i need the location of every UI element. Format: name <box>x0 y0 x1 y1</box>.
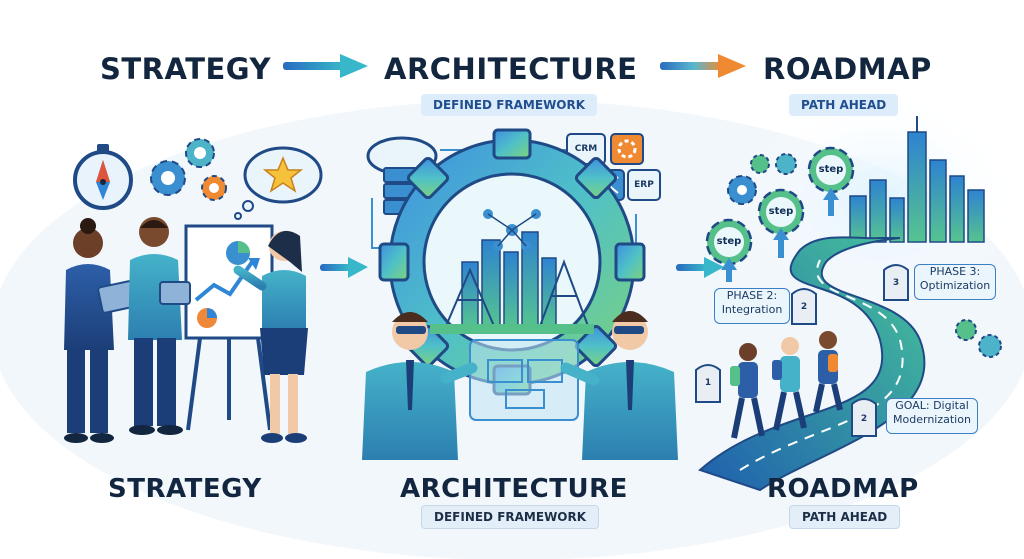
mile-marker-number: 2 <box>800 302 808 312</box>
hologram-panel <box>469 339 579 421</box>
mile-marker-number: 2 <box>860 414 868 424</box>
gear-icon <box>201 175 227 201</box>
person-engineer-right <box>560 311 678 460</box>
phase3-title: PHASE 3: <box>929 265 981 278</box>
mile-marker <box>883 264 909 301</box>
arrow-strategy-architecture <box>283 54 368 78</box>
gear-icon <box>727 175 757 205</box>
gear-icon <box>150 160 186 196</box>
arrow-mid-right <box>676 257 724 278</box>
erp-box <box>627 169 661 201</box>
phase3-subtitle: Optimization <box>919 279 991 292</box>
mile-marker-number: 1 <box>704 378 712 388</box>
header-architecture-title: ARCHITECTURE <box>384 52 638 86</box>
up-arrow-icon <box>721 188 839 282</box>
footer-strategy-title: STRATEGY <box>108 474 262 504</box>
arrow-architecture-roadmap <box>660 54 746 78</box>
thought-bubble-star-icon <box>234 146 323 220</box>
mile-marker-number: 3 <box>892 278 900 288</box>
header-architecture-tag: DEFINED FRAMEWORK <box>421 94 598 116</box>
person-engineer-left <box>362 312 478 460</box>
mile-marker <box>695 364 721 403</box>
phase3-callout: PHASE 3: Optimization <box>914 264 996 300</box>
step-label: step <box>818 164 844 175</box>
settings-box-icon <box>610 133 644 165</box>
person-woman-tablet <box>64 218 137 443</box>
footer-roadmap-tag: PATH AHEAD <box>789 505 901 529</box>
gear-icon <box>750 154 770 174</box>
phase2-subtitle: Integration <box>721 303 783 316</box>
arrow-mid-left <box>320 257 368 278</box>
goal-callout: GOAL: Digital Modernization <box>886 398 978 434</box>
goal-title: GOAL: Digital <box>895 399 969 412</box>
step-label: step <box>768 206 794 217</box>
gear-icon <box>955 319 1002 358</box>
erp-label: ERP <box>634 180 654 190</box>
phase2-title: PHASE 2: <box>726 289 778 302</box>
header-strategy-title: STRATEGY <box>100 52 271 86</box>
phase2-callout: PHASE 2: Integration <box>714 288 790 324</box>
person-woman-presenting <box>233 230 308 443</box>
crm-label: CRM <box>574 144 598 154</box>
gear-icon <box>775 153 797 175</box>
header-roadmap-tag: PATH AHEAD <box>789 94 899 116</box>
footer-architecture-title: ARCHITECTURE <box>400 474 628 504</box>
step-label: step <box>716 236 742 247</box>
step-gear-2 <box>757 188 805 236</box>
gear-icon <box>185 138 215 168</box>
mile-marker <box>791 288 817 325</box>
header-roadmap-title: ROADMAP <box>763 52 932 86</box>
compass-icon <box>73 144 133 210</box>
walking-team <box>730 331 843 439</box>
goal-subtitle: Modernization <box>893 413 971 426</box>
step-gear-3 <box>807 146 855 194</box>
mile-marker <box>851 398 877 437</box>
person-man-tablet <box>128 217 191 435</box>
city-skyline <box>849 116 985 243</box>
step-gear-1 <box>705 218 753 266</box>
footer-architecture-tag: DEFINED FRAMEWORK <box>421 505 600 529</box>
footer-roadmap-title: ROADMAP <box>767 474 919 504</box>
